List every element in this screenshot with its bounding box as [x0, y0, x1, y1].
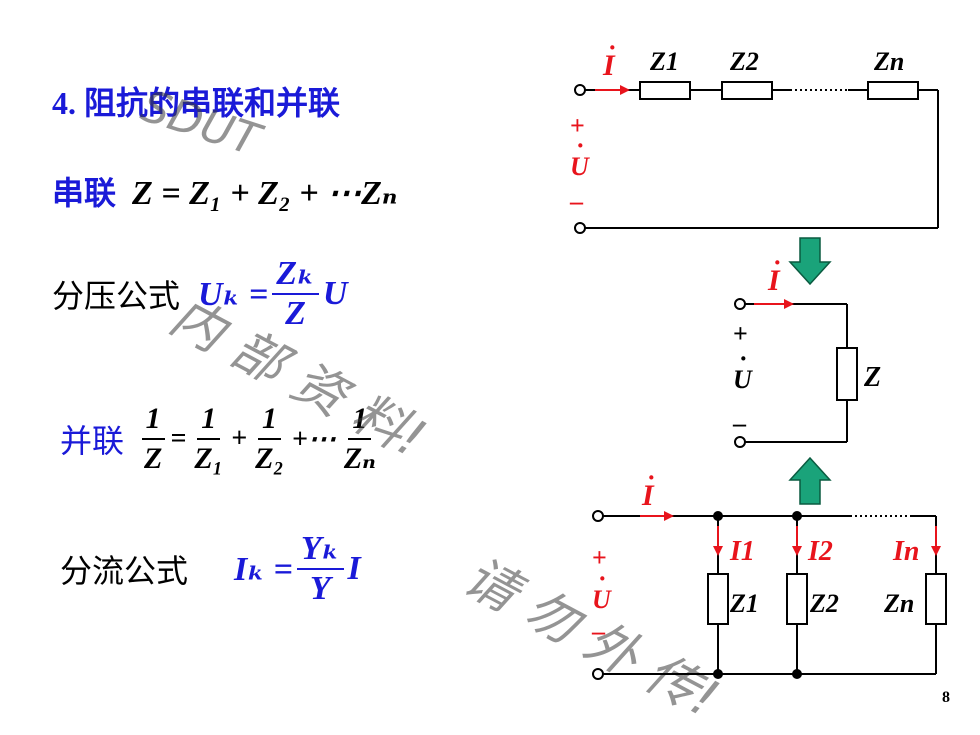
terminal-top-b — [574, 222, 586, 234]
parallel-label: 并联 — [60, 423, 125, 459]
svg-text:·: · — [598, 564, 607, 593]
branch-current-2: I2 — [807, 536, 833, 567]
current-label-top: I — [602, 49, 616, 82]
parallel-op-2: +⋯ — [291, 424, 336, 455]
parallel-op-0: = — [170, 423, 187, 454]
equivalent-circuit — [734, 298, 858, 448]
plus-top: + — [570, 111, 585, 140]
plus-bottom: + — [592, 543, 607, 572]
arrow-up-icon — [788, 456, 832, 505]
voltage-label-bottom: U — [592, 585, 612, 614]
parallel-formula-row: 并联 1 Z = 1 Z₁ + 1 Z₂ +⋯ 1 Zₙ — [60, 400, 380, 478]
current-divider-row: 分流公式 Iₖ = Yₖ Y I — [60, 530, 361, 608]
voltage-divider-rhs: U — [322, 275, 348, 312]
resistor-z1-parallel — [707, 573, 729, 625]
z2-label-bottom: Z2 — [809, 589, 839, 618]
series-label: 串联 — [52, 175, 117, 211]
parallel-frac-0: 1 Z — [140, 400, 166, 478]
parallel-frac-0-den: Z — [144, 442, 163, 475]
svg-text:·: · — [647, 463, 656, 492]
resistor-z2 — [721, 81, 773, 100]
current-divider-fraction: Yₖ Y — [296, 530, 344, 608]
voltage-divider-label: 分压公式 — [52, 278, 181, 314]
page-title: 4. 阻抗的串联和并联 — [52, 85, 341, 121]
svg-text:·: · — [739, 344, 748, 373]
series-circuit — [574, 81, 939, 234]
current-label-bottom: I — [641, 479, 655, 512]
resistor-z1 — [639, 81, 691, 100]
parallel-frac-2-num: 1 — [257, 400, 281, 440]
current-divider-rhs: I — [347, 550, 361, 587]
arrow-down-icon — [788, 237, 832, 286]
voltage-divider-num: Zₖ — [272, 255, 319, 295]
parallel-frac-3: 1 Zₙ — [340, 400, 380, 478]
minus-middle: – — [732, 409, 747, 438]
resistor-zn-parallel — [925, 573, 947, 625]
z1-label-top: Z1 — [649, 47, 679, 76]
parallel-frac-0-num: 1 — [141, 400, 165, 440]
z1-label-bottom: Z1 — [729, 589, 759, 618]
parallel-frac-2: 1 Z₂ — [251, 400, 288, 478]
minus-bottom: – — [591, 617, 606, 646]
current-divider-num: Yₖ — [296, 530, 344, 570]
resistor-z — [836, 347, 858, 401]
branch-current-1: I1 — [729, 536, 755, 567]
resistor-zn — [867, 81, 919, 100]
terminal-top-a — [574, 84, 586, 96]
parallel-frac-3-num: 1 — [348, 400, 372, 440]
voltage-label-top: U — [570, 152, 590, 181]
parallel-frac-2-den: Z₂ — [255, 442, 284, 475]
current-divider-den: Y — [309, 570, 331, 607]
current-label-middle: I — [767, 264, 781, 297]
current-divider-label: 分流公式 — [60, 553, 189, 589]
plus-middle: + — [733, 319, 748, 348]
svg-text:·: · — [576, 131, 585, 160]
voltage-divider-den: Z — [285, 295, 306, 332]
svg-text:·: · — [608, 33, 617, 62]
z2-label-top: Z2 — [729, 47, 759, 76]
series-formula-row: 串联 Z = Z₁ + Z₂ + ⋯Zₙ — [52, 168, 398, 214]
svg-text:·: · — [773, 248, 782, 277]
current-divider-lhs: Iₖ = — [234, 551, 293, 588]
series-formula: Z = Z₁ + Z₂ + ⋯Zₙ — [132, 175, 398, 212]
voltage-divider-fraction: Zₖ Z — [272, 255, 319, 333]
zn-label-top: Zn — [873, 47, 904, 76]
zn-label-bottom: Zn — [883, 589, 914, 618]
parallel-frac-1-num: 1 — [197, 400, 221, 440]
voltage-divider-lhs: Uₖ = — [198, 276, 269, 313]
parallel-frac-1: 1 Z₁ — [190, 400, 227, 478]
voltage-divider-row: 分压公式 Uₖ = Zₖ Z U — [52, 255, 347, 333]
resistor-z2-parallel — [786, 573, 808, 625]
minus-top: – — [569, 187, 584, 216]
voltage-label-middle: U — [733, 365, 753, 394]
page-number: 8 — [942, 689, 950, 706]
parallel-op-1: + — [231, 423, 248, 454]
branch-current-n: In — [892, 536, 919, 567]
parallel-frac-3-den: Zₙ — [343, 442, 376, 475]
z-label-middle: Z — [863, 362, 881, 393]
parallel-frac-1-den: Z₁ — [194, 442, 224, 475]
